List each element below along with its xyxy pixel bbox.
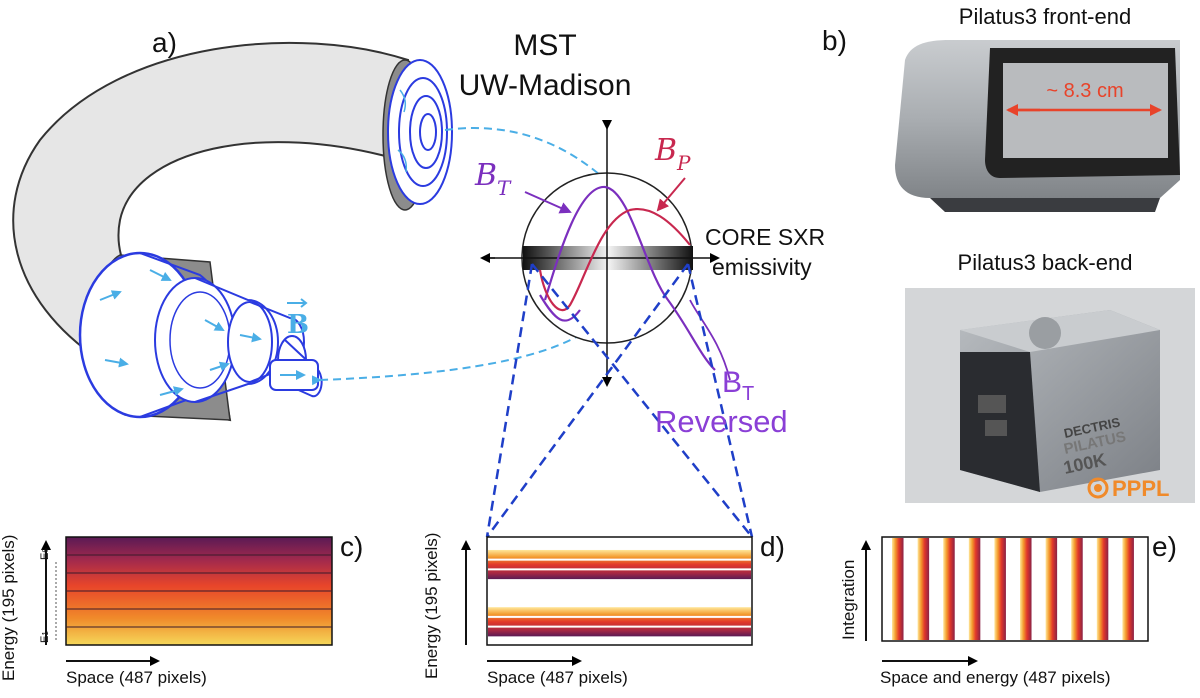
back-end-title: Pilatus3 back-end	[958, 250, 1133, 275]
panel-c-label: c)	[340, 531, 363, 562]
panel-d-stripe-group	[488, 607, 751, 637]
panel-a-label: a)	[152, 27, 177, 58]
panel-c-ylabel: Energy (195 pixels)	[0, 535, 18, 681]
torus-diagram: B	[12, 41, 601, 422]
bp-profile-curve	[538, 207, 691, 312]
panel-e-stripe	[994, 538, 1006, 640]
panel-e-stripe	[1071, 538, 1083, 640]
device-location: UW-Madison	[459, 69, 632, 102]
panel-e-label: e)	[1152, 531, 1177, 562]
panel-d-label: d)	[760, 531, 785, 562]
bp-label: BP	[654, 133, 691, 175]
core-sxr-label: CORE SXR	[705, 224, 825, 250]
panel-e-stripe	[943, 538, 955, 640]
panel-c-e1: E1	[39, 631, 51, 643]
field-line-top	[444, 127, 601, 176]
panel-b-label: b)	[822, 25, 847, 56]
panel-d-xlabel: Space (487 pixels)	[487, 668, 628, 687]
panel-e-stripe	[1122, 538, 1134, 640]
panel-e: Integration Space and energy (487 pixels…	[839, 531, 1177, 687]
panel-c-xlabel: Space (487 pixels)	[66, 668, 207, 687]
panel-d: Energy (195 pixels) Space (487 pixels) d…	[422, 531, 785, 687]
device-name: MST	[513, 29, 576, 62]
panel-d-ylabel: Energy (195 pixels)	[422, 533, 441, 679]
front-width-label: ~ 8.3 cm	[1046, 80, 1123, 102]
bt-reversed-symbol: BT	[722, 366, 754, 405]
panel-e-stripe	[1020, 538, 1032, 640]
panel-e-stripe	[968, 538, 981, 640]
field-symbol: B	[287, 310, 309, 340]
back-end-photo: DECTRIS PILATUS 100K PPPL	[905, 288, 1195, 503]
pppl-logo: PPPL	[1087, 476, 1169, 501]
panel-c: Energy (195 pixels) Space (487 pixels) E…	[0, 531, 363, 687]
projection-line-right	[686, 263, 754, 538]
torus-top-crosssection	[382, 59, 453, 211]
profile-diagram	[480, 120, 754, 538]
panel-e-stripe	[1045, 538, 1058, 640]
torus-bottom-crosssection	[78, 251, 323, 421]
svg-text:PPPL: PPPL	[1112, 476, 1169, 501]
front-end-title: Pilatus3 front-end	[959, 4, 1131, 29]
bt-label: BT	[474, 158, 512, 200]
front-end-photo: ~ 8.3 cm	[895, 40, 1180, 212]
panel-e-ylabel: Integration	[839, 560, 858, 640]
panel-e-stripe	[1096, 538, 1109, 640]
emissivity-label: emissivity	[712, 254, 812, 280]
bt-profile-curve	[543, 185, 716, 371]
panel-e-stripe	[892, 538, 904, 640]
reversed-label: Reversed	[655, 404, 788, 439]
field-line-bottom	[311, 319, 601, 386]
panel-e-stripe	[917, 538, 930, 640]
panel-c-e6: E6	[39, 548, 51, 560]
projection-line-left	[485, 263, 534, 538]
panel-e-xlabel: Space and energy (487 pixels)	[880, 668, 1111, 687]
panel-d-stripe-group	[488, 549, 751, 580]
